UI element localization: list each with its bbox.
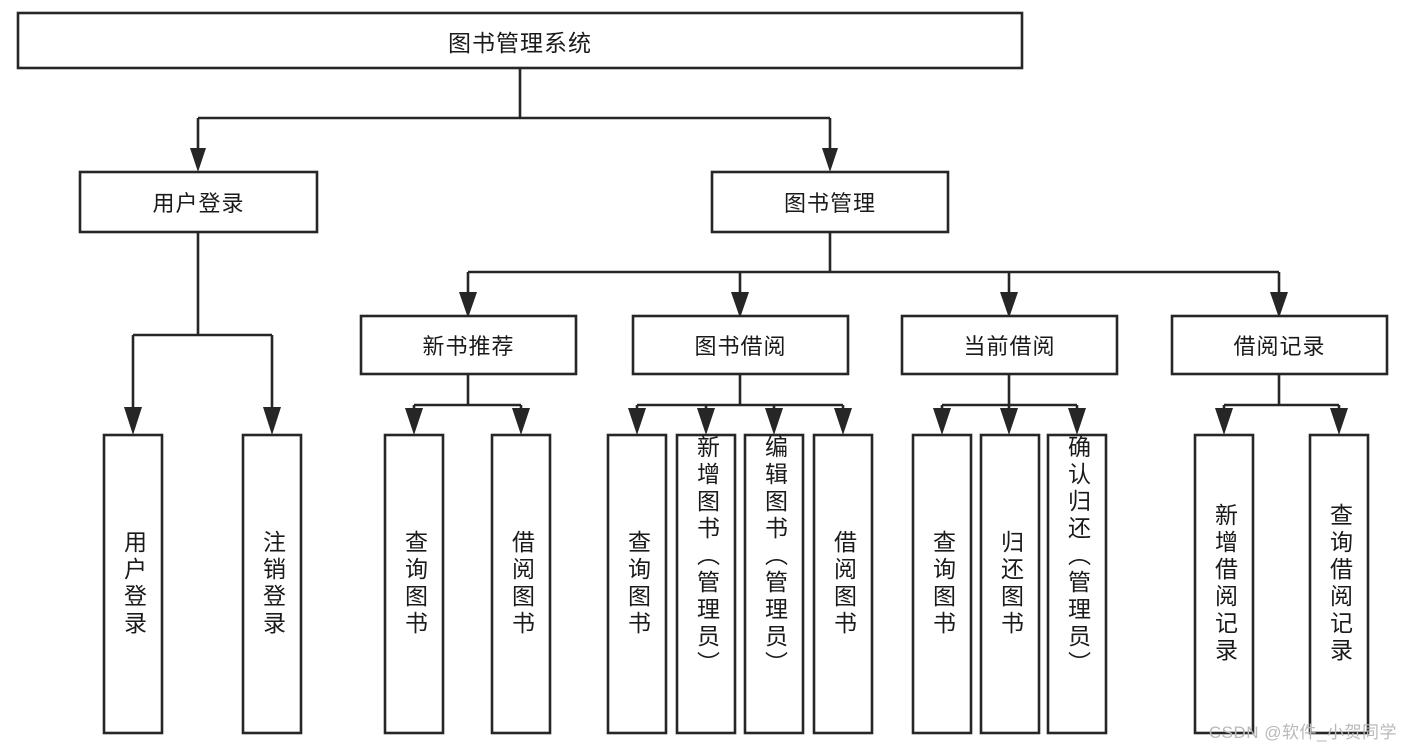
arrowhead-current-borrow <box>1000 292 1018 318</box>
leaf-box-br-query-record[interactable] <box>1308 433 1370 735</box>
arrowhead-nb-leaf-1 <box>405 408 423 435</box>
arrowhead-nb-leaf-2 <box>512 408 530 435</box>
leaf-box-nb-borrow-book[interactable] <box>490 433 552 735</box>
arrowhead-borrow-record <box>1270 292 1288 318</box>
node-box-new-book-recommend[interactable] <box>359 314 578 376</box>
node-box-user-login[interactable] <box>78 170 319 234</box>
arrowhead-cb-leaf-3 <box>1068 408 1086 435</box>
leaf-box-bb-query-book[interactable] <box>606 433 668 735</box>
arrowhead-new-book <box>459 292 477 318</box>
arrowhead-bb-leaf-1 <box>628 408 646 435</box>
arrowhead-br-leaf-1 <box>1215 408 1233 435</box>
arrowhead-bb-leaf-4 <box>834 408 852 435</box>
node-box-current-borrow[interactable] <box>900 314 1119 376</box>
leaf-box-logout[interactable] <box>241 433 303 735</box>
connector-layer <box>124 68 1348 435</box>
arrowhead-book-manage <box>822 148 838 172</box>
leaf-box-cb-query-book[interactable] <box>911 433 973 735</box>
leaf-box-br-add-record[interactable] <box>1193 433 1255 735</box>
leaf-box-nb-query-book[interactable] <box>383 433 445 735</box>
arrowhead-leaf-logout <box>263 407 281 435</box>
arrowhead-user-login <box>190 148 206 172</box>
leaf-box-cb-confirm-return[interactable] <box>1046 433 1108 735</box>
arrowhead-cb-leaf-1 <box>933 408 951 435</box>
arrowhead-bb-leaf-3 <box>765 408 783 435</box>
node-layer <box>16 11 1389 735</box>
leaf-box-cb-return-book[interactable] <box>979 433 1041 735</box>
leaf-box-bb-add-book[interactable] <box>675 433 737 735</box>
node-box-root[interactable] <box>16 11 1024 70</box>
node-box-book-manage[interactable] <box>710 170 950 234</box>
leaf-box-user-login[interactable] <box>102 433 164 735</box>
arrowhead-cb-leaf-2 <box>1000 408 1018 435</box>
leaf-box-bb-edit-book[interactable] <box>743 433 805 735</box>
node-box-book-borrow[interactable] <box>631 314 850 376</box>
node-box-borrow-record[interactable] <box>1170 314 1389 376</box>
arrowhead-bb-leaf-2 <box>697 408 715 435</box>
leaf-box-bb-borrow-book[interactable] <box>812 433 874 735</box>
arrowhead-book-borrow <box>731 292 749 318</box>
arrowhead-leaf-user-login <box>124 407 142 435</box>
arrowhead-br-leaf-2 <box>1330 408 1348 435</box>
